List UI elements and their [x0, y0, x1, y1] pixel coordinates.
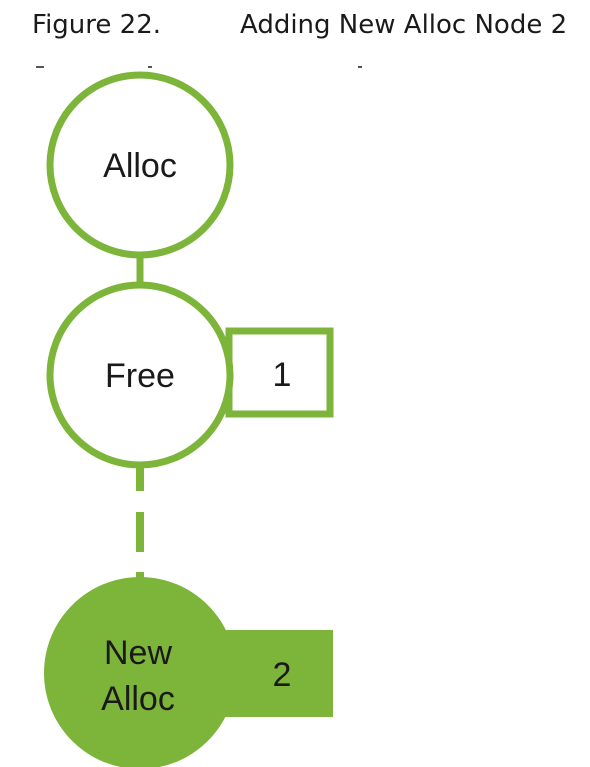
new-alloc-tag-box: 2 [220, 630, 333, 717]
free-tag-label: 1 [273, 356, 292, 394]
new-alloc-node: New Alloc [44, 577, 236, 767]
alloc-node: Alloc [46, 71, 234, 259]
free-node: Free [46, 281, 234, 469]
free-tag-box: 1 [225, 327, 334, 418]
new-alloc-tag-label: 2 [273, 656, 292, 694]
figure-number: Figure 22. [32, 10, 161, 40]
figure-caption: Figure 22. Adding New Alloc Node 2 [32, 10, 567, 40]
new-alloc-node-label-line2: Alloc [101, 680, 175, 718]
edge-free-new-alloc-dashed [136, 459, 144, 588]
alloc-node-label: Alloc [103, 147, 177, 185]
new-alloc-node-label-line1: New [104, 634, 172, 672]
free-node-label: Free [105, 357, 175, 395]
figure-title: Adding New Alloc Node 2 [240, 10, 568, 40]
cropped-artifacts [36, 66, 362, 68]
